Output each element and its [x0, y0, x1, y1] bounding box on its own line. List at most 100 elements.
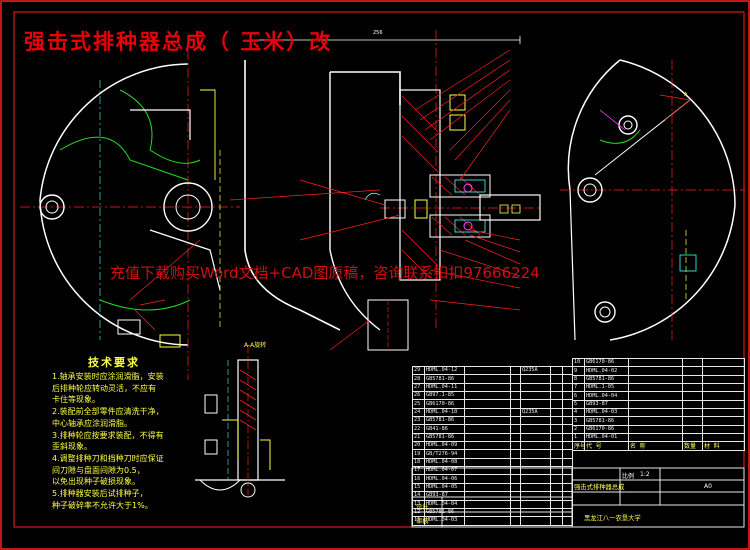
bom-cell: HDML.04-12: [424, 365, 465, 376]
bom-cell: [464, 466, 511, 476]
bom-cell: [702, 399, 745, 410]
bom-cell: [510, 432, 521, 443]
bom-cell: [510, 382, 521, 393]
bom-cell: [510, 507, 521, 518]
tech-requirement-item: 中心轴承应涂润滑脂。: [52, 418, 132, 428]
bom-cell: [562, 441, 573, 451]
bom-cell: [520, 382, 551, 393]
tech-requirements-list: 1.轴承安装时应涂润滑脂，安装 后排种轮应转动灵活，不应有 卡住等现象。 2.装…: [52, 371, 164, 511]
bom-cell: [628, 374, 683, 385]
bom-cell: GB6170-86: [584, 357, 629, 368]
bom-cell: [702, 374, 745, 385]
bom-cell: [550, 482, 563, 493]
bom-cell: [702, 366, 745, 376]
bom-cell: [628, 408, 683, 418]
title-block-sheet-size: A0: [704, 483, 712, 490]
bom-cell: 19: [412, 449, 425, 459]
tech-requirement-item: 间刀隙与盘面间隙为0.5，: [52, 465, 145, 475]
bom-cell: [510, 424, 521, 434]
bom-cell: 5: [572, 399, 585, 410]
bom-cell: [550, 449, 563, 459]
bom-cell: [510, 399, 521, 409]
tech-requirement-item: 3.排种轮应按要求装配，不得有: [52, 430, 164, 440]
bom-cell: HDML.04-02: [584, 366, 629, 376]
bom-cell: [520, 374, 551, 384]
title-block-designer-label: 设计: [416, 504, 429, 511]
bom-cell: [520, 507, 551, 518]
bom-cell: [510, 365, 521, 376]
bom-cell: HDML.04-11: [424, 382, 465, 393]
bom-cell: HDML.04-05: [424, 482, 465, 493]
bom-cell: [464, 424, 511, 434]
bom-cell: [520, 416, 551, 426]
bom-cell: HDML.04-04: [584, 391, 629, 401]
bom-cell: 18: [412, 457, 425, 468]
bom-cell: [562, 491, 573, 501]
bom-cell: [510, 491, 521, 501]
bom-cell: [682, 374, 703, 385]
bom-cell: [464, 482, 511, 493]
bom-cell: 9: [572, 366, 585, 376]
bom-cell: [520, 457, 551, 468]
bom-cell: [682, 383, 703, 393]
bom-cell: [510, 416, 521, 426]
view-label: A: [684, 92, 688, 98]
bom-cell: [550, 466, 563, 476]
bom-cell: [628, 357, 683, 368]
bom-cell: [628, 391, 683, 401]
bom-cell: [464, 382, 511, 393]
bom-cell: [520, 516, 551, 526]
bom-cell: HDML.04-03: [424, 516, 465, 526]
bom-cell: 21: [412, 432, 425, 443]
bom-cell: [562, 507, 573, 518]
bom-cell: 20: [412, 441, 425, 451]
bom-cell: 23: [412, 416, 425, 426]
title-block-school: 黑龙江八一农垦大学: [584, 515, 641, 522]
bom-cell: [520, 482, 551, 493]
bom-cell: [550, 499, 563, 509]
bom-cell: [520, 491, 551, 501]
bom-cell: [562, 449, 573, 459]
bom-cell: 22: [412, 424, 425, 434]
bom-cell: GB6170-86: [424, 399, 465, 409]
bom-cell: [702, 383, 745, 393]
bom-cell: 14: [412, 491, 425, 501]
bom-cell: [562, 482, 573, 493]
title-block-scale-label: 比例: [622, 473, 635, 480]
bom-cell: [464, 457, 511, 468]
bom-cell: [520, 432, 551, 443]
bom-cell: [682, 399, 703, 410]
bom-cell: [550, 374, 563, 384]
bom-cell: [520, 441, 551, 451]
bom-cell: [520, 399, 551, 409]
bom-cell: GB5781-86: [424, 432, 465, 443]
bom-cell: [628, 424, 683, 435]
bom-cell: [510, 449, 521, 459]
bom-cell: HDML.04-10: [424, 407, 465, 418]
bom-cell: 25: [412, 399, 425, 409]
bom-cell: [520, 474, 551, 484]
bom-cell: GB41-86: [424, 424, 465, 434]
bom-cell: [464, 507, 511, 518]
bom-cell: [550, 441, 563, 451]
bom-cell: 29: [412, 365, 425, 376]
bom-cell: [562, 466, 573, 476]
bom-cell: [510, 391, 521, 401]
bom-cell: 名 称: [628, 441, 683, 451]
bom-cell: [464, 365, 511, 376]
bom-cell: 7: [572, 383, 585, 393]
bom-cell: 16: [412, 474, 425, 484]
bom-cell: 6: [572, 391, 585, 401]
bom-cell: [628, 383, 683, 393]
bom-cell: GB93-87: [584, 399, 629, 410]
bom-cell: [510, 466, 521, 476]
